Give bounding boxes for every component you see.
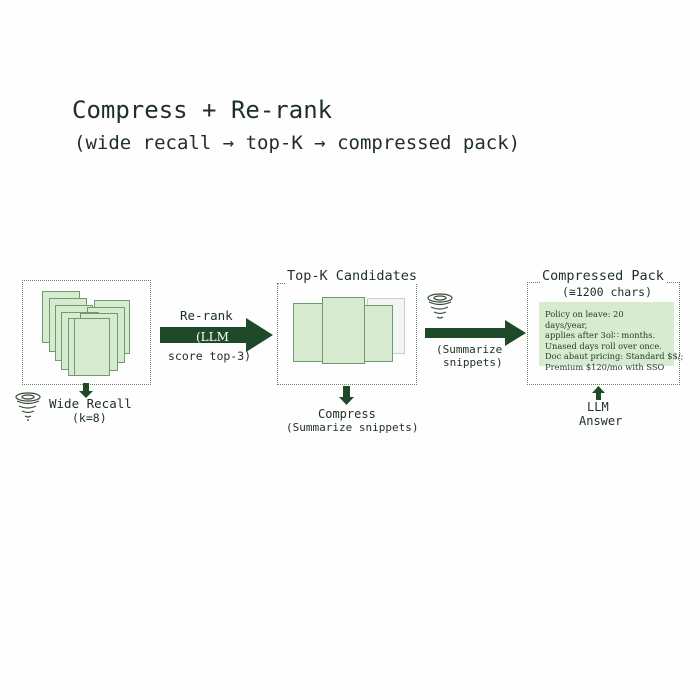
arrow-down-icon (79, 383, 93, 398)
compress-sublabel: (Summarize snippets) (286, 421, 419, 434)
pack-subtitle: (≅1200 chars) (562, 285, 653, 299)
subtitle: (wide recall → top-K → compressed pack) (74, 132, 521, 154)
pack-line: applies after 3ol∷ months. (545, 330, 656, 340)
rerank-arrow-icon (160, 318, 273, 352)
tornado-icon (15, 392, 41, 421)
answer-label: Answer (579, 414, 623, 428)
pack-content: Policy on leave: 20 days/year, applies a… (539, 302, 684, 372)
title: Compress + Re-rank (72, 96, 333, 124)
rerank-label: Re-rank (180, 308, 233, 323)
summarize-label: (Summarize (436, 343, 503, 356)
rerank-llm: (LLM (196, 330, 229, 344)
arrow-up-icon (592, 386, 605, 400)
tornado-icon (427, 293, 453, 319)
pack-title: Compressed Pack (540, 268, 666, 284)
compress-label: Compress (318, 407, 376, 421)
summarize-label-2: snippets) (443, 356, 503, 369)
wide-recall-k: (k=8) (72, 411, 107, 425)
summarize-arrow-icon (425, 320, 526, 346)
arrow-down-icon (339, 386, 354, 405)
pack-line: Unased days roll over once. (545, 340, 662, 351)
pack-line: Premium $120/mo with SSO (545, 361, 665, 372)
topk-title: Top-K Candidates (285, 268, 420, 284)
rerank-score: score top-3) (168, 349, 252, 363)
pack-line: Policy on leave: 20 days/year, (545, 309, 624, 330)
wide-recall-label: Wide Recall (49, 396, 132, 411)
llm-label: LLM (587, 400, 609, 414)
pack-line: Doc abaut pricing: Standard $$∕; (545, 351, 684, 361)
